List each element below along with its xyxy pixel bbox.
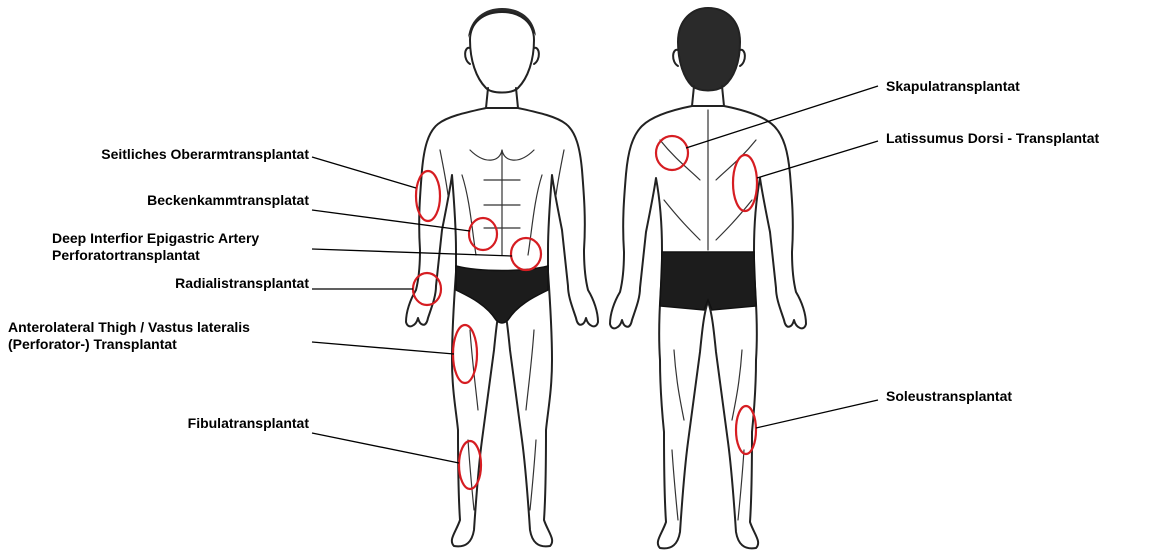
label-beckenkammtransplatat: Beckenkammtransplatat xyxy=(147,192,309,209)
label-diep: Deep Interfior Epigastric Artery Perfora… xyxy=(52,230,259,264)
label-alt-line2: (Perforator-) Transplantat xyxy=(8,336,250,353)
label-radialistransplantat: Radialistransplantat xyxy=(175,275,309,292)
label-seitliches-oberarmtransplantat: Seitliches Oberarmtransplantat xyxy=(101,146,309,163)
label-anterolateral-thigh: Anterolateral Thigh / Vastus lateralis (… xyxy=(8,319,250,353)
front-figure xyxy=(406,8,598,546)
label-latissumus-dorsi-transplantat: Latissumus Dorsi - Transplantat xyxy=(886,130,1099,147)
label-soleustransplantat: Soleustransplantat xyxy=(886,388,1012,405)
label-fibulatransplantat: Fibulatransplantat xyxy=(188,415,309,432)
label-alt-line1: Anterolateral Thigh / Vastus lateralis xyxy=(8,319,250,336)
front-head xyxy=(470,12,534,93)
back-shorts xyxy=(660,252,756,310)
label-diep-line2: Perforatortransplantat xyxy=(52,247,259,264)
label-diep-line1: Deep Interfior Epigastric Artery xyxy=(52,230,259,247)
back-figure xyxy=(610,8,806,548)
label-skapulatransplantat: Skapulatransplantat xyxy=(886,78,1020,95)
back-hair xyxy=(678,8,740,91)
